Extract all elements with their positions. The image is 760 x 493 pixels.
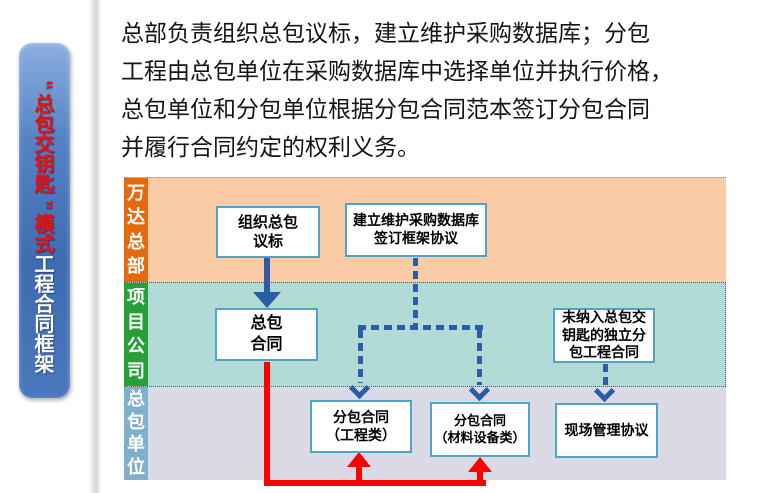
intro-line-3: 总包单位和分包单位根据分包合同范本签订分包合同	[121, 96, 650, 122]
red-arrowhead-sub-materials	[468, 457, 492, 472]
box-independent-subcontract: 未纳入总包交 钥匙的独立分 包工程合同	[553, 308, 655, 363]
dashed-connector-horizontal	[358, 325, 483, 330]
dashed-connector-to-site-management	[603, 364, 608, 386]
box-subcontract-materials: 分包合同 （材料设备类）	[430, 402, 530, 457]
box-site-management: 现场管理协议	[555, 403, 658, 458]
box-organize-bidding: 组织总包 议标	[216, 206, 320, 258]
intro-line-1: 总部负责组织总包议标，建立维护采购数据库；分包	[121, 20, 650, 46]
slide-edge-shadow	[88, 0, 101, 493]
band-label-wanda-hq: 万达总部	[124, 178, 148, 282]
intro-line-4: 并履行合同约定的权利义务。	[121, 134, 420, 160]
title-banner: “总包交钥匙”模式 工程合同框架	[19, 43, 70, 398]
box-database-framework: 建立维护采购数据库 签订框架协议	[345, 203, 487, 257]
intro-line-2: 工程由总包单位在采购数据库中选择单位并执行价格，	[121, 58, 673, 84]
red-connector-horizontal	[264, 480, 486, 486]
band-label-general-contractor: 总包单位	[124, 387, 148, 480]
intro-paragraph: 总部负责组织总包议标，建立维护采购数据库；分包 工程由总包单位在采购数据库中选择…	[121, 14, 755, 166]
dashed-connector-database-down	[413, 258, 418, 325]
band-label-project-company: 项目公司	[124, 283, 148, 386]
red-connector-contract-down	[264, 362, 270, 486]
box-subcontract-engineering: 分包合同 （工程类）	[310, 400, 412, 453]
dashed-connector-to-sub-materials	[477, 330, 482, 385]
banner-title-white: 工程合同框架	[34, 254, 55, 376]
red-connector-to-sub-materials	[477, 470, 483, 480]
arrow-bidding-to-contract-head	[253, 292, 281, 308]
red-arrowhead-sub-engineering	[347, 452, 371, 467]
dashed-connector-to-sub-engineering	[358, 330, 363, 383]
arrow-bidding-to-contract-line	[264, 258, 270, 294]
red-connector-to-sub-engineering	[356, 466, 362, 480]
box-gc-contract: 总包 合同	[215, 308, 318, 361]
banner-title-red: “总包交钥匙”模式	[33, 80, 56, 256]
